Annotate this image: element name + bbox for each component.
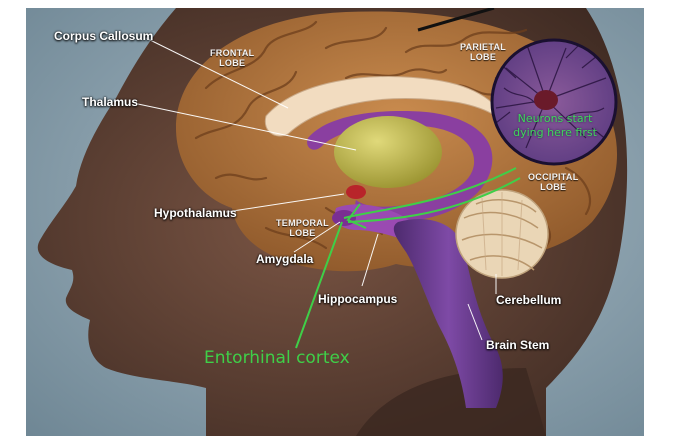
corpus-callosum-shape: [264, 76, 505, 137]
neurons-dying-note: Neurons start dying here first: [490, 112, 620, 140]
neurons-note-line2: dying here first: [513, 126, 597, 139]
leader-lines: [137, 37, 497, 341]
cerebellum-shape: [455, 189, 549, 279]
frontal-lobe-line1: FRONTAL: [210, 48, 255, 58]
label-occipital-lobe: OCCIPITAL LOBE: [528, 172, 579, 192]
label-temporal-lobe: TEMPORAL LOBE: [276, 218, 329, 238]
parietal-lobe-line1: PARIETAL: [460, 42, 507, 52]
temporal-lobe-line2: LOBE: [289, 228, 316, 238]
label-amygdala: Amygdala: [256, 252, 314, 266]
label-corpus-callosum: Corpus Callosum: [54, 29, 154, 43]
occipital-lobe-line1: OCCIPITAL: [528, 172, 579, 182]
brain-illustration: [26, 8, 644, 436]
frontal-lobe-line2: LOBE: [219, 58, 246, 68]
label-brain-stem: Brain Stem: [486, 338, 550, 352]
brain-stem-shape: [393, 218, 503, 408]
label-cerebellum: Cerebellum: [496, 293, 562, 307]
label-hippocampus: Hippocampus: [318, 292, 398, 306]
limbic-system-shape: [307, 111, 493, 223]
label-parietal-lobe: PARIETAL LOBE: [460, 42, 506, 62]
brain-diagram: Corpus Callosum Thalamus Hypothalamus Am…: [26, 8, 644, 436]
temporal-lobe-line1: TEMPORAL: [276, 218, 329, 228]
pointer-line: [417, 8, 495, 32]
label-frontal-lobe: FRONTAL LOBE: [210, 48, 254, 68]
entorhinal-cortex-label: Entorhinal cortex: [204, 348, 350, 368]
entorhinal-annotation: [295, 167, 521, 349]
hypothalamus-shape: [346, 185, 366, 199]
label-hypothalamus: Hypothalamus: [154, 206, 237, 220]
parietal-lobe-line2: LOBE: [469, 52, 497, 62]
label-thalamus: Thalamus: [82, 95, 139, 109]
occipital-lobe-line2: LOBE: [540, 182, 567, 192]
neurons-note-line1: Neurons start: [517, 112, 593, 125]
neuron-inset: [490, 38, 618, 166]
thalamus-shape: [334, 116, 442, 188]
